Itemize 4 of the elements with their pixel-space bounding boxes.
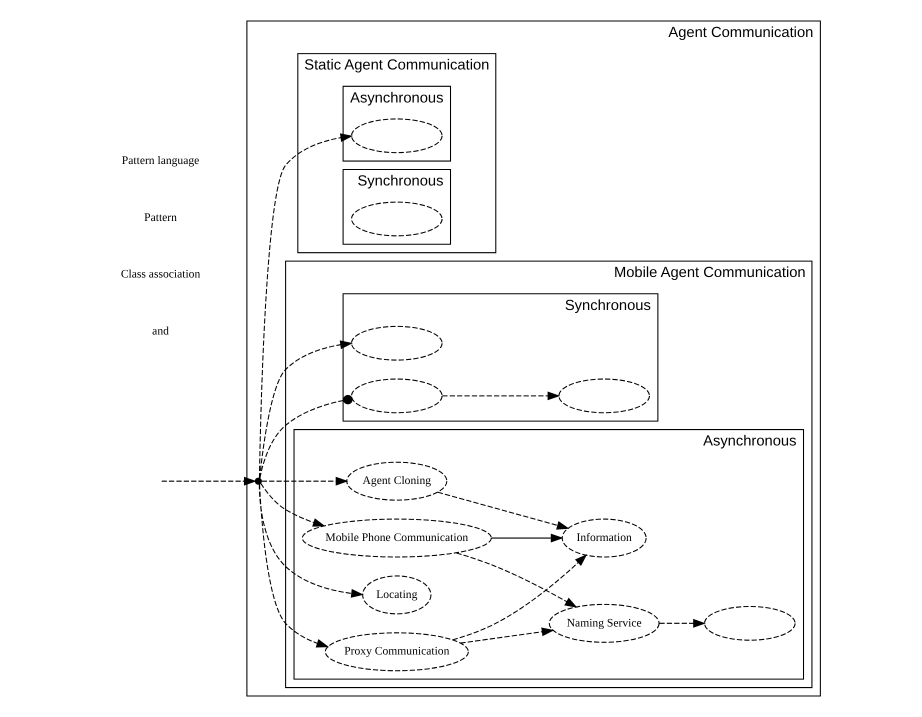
legend-label: and <box>152 324 168 338</box>
legend-label: Pattern <box>144 210 176 224</box>
legend-label: Pattern language <box>121 154 199 168</box>
legend-label: Class association <box>120 268 200 281</box>
